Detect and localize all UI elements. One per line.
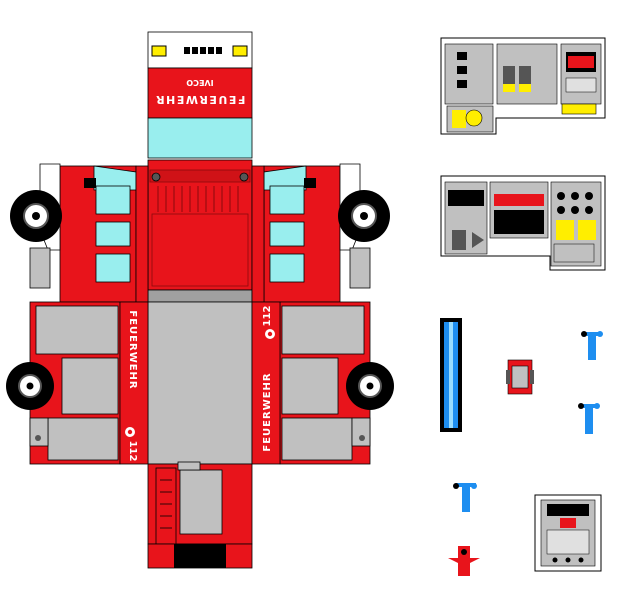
signal-light-part (448, 546, 480, 576)
emergency-number-left: 112 (127, 441, 138, 462)
hose-reel-part (506, 359, 534, 395)
brand-text: IVECO (186, 78, 214, 87)
roof-light-bar (184, 47, 222, 54)
hydrant-part-2 (578, 403, 600, 434)
body-side-right: 112 FEUERWEHR (251, 301, 394, 465)
side-text-right: FEUERWEHR (262, 372, 273, 451)
cab-side-left (10, 163, 149, 303)
cab-front-banner: IVECO FEUERWEHR (147, 67, 253, 119)
hydrant-part-3 (453, 483, 477, 512)
side-text-left: FEUERWEHR (127, 310, 138, 389)
body-roof (147, 301, 253, 465)
rear-panel-part (534, 494, 602, 572)
phone-icon (125, 427, 135, 437)
body-side-left: FEUERWEHR 112 (6, 301, 149, 465)
banner-text: FEUERWEHR (155, 93, 246, 106)
hydrant-part-1 (581, 331, 603, 360)
truck-net: IVECO FEUERWEHR (6, 31, 394, 569)
interior-panel-2 (440, 175, 606, 271)
interior-panel-1 (440, 37, 606, 135)
emergency-number-right: 112 (262, 306, 273, 327)
ladder-part (440, 318, 462, 432)
windshield (147, 117, 253, 159)
cab-roof (147, 31, 253, 69)
phone-icon (265, 329, 275, 339)
cab-front-grille (147, 159, 253, 303)
cab-side-right (251, 163, 390, 303)
body-rear (147, 461, 253, 569)
